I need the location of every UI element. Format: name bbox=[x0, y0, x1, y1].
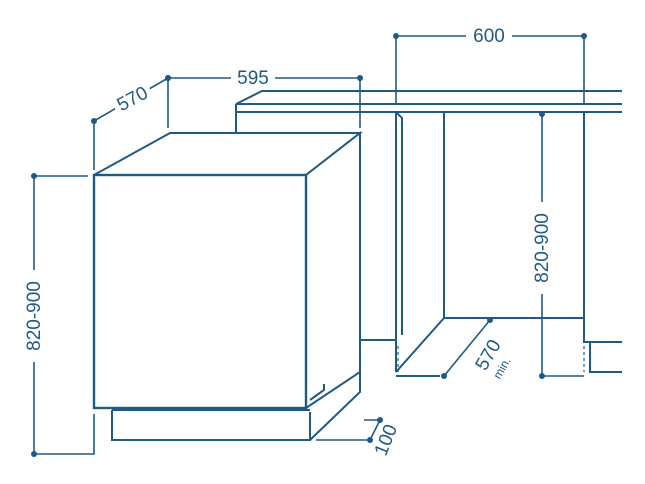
dimension-niche-depth: 570 min. bbox=[441, 317, 514, 381]
niche-floor-dashed bbox=[397, 346, 585, 372]
niche-back-wall bbox=[443, 112, 584, 319]
dishwasher-side bbox=[305, 130, 361, 410]
dimension-plinth-100: 100 bbox=[316, 417, 402, 459]
dishwasher-door bbox=[92, 173, 308, 410]
dishwasher bbox=[92, 130, 363, 441]
dimension-niche-width-600: 600 bbox=[393, 22, 587, 104]
plinth bbox=[111, 410, 311, 441]
plinth-label: 100 bbox=[371, 422, 402, 459]
foot-bracket bbox=[309, 384, 325, 401]
dimension-depth-570: 570 bbox=[91, 75, 171, 170]
left-cabinet-edge bbox=[395, 111, 403, 335]
niche-width-label: 600 bbox=[473, 26, 505, 47]
dimension-height-appliance: 820-900 bbox=[22, 173, 95, 457]
worktop-top-edge bbox=[235, 90, 622, 105]
niche-height-label: 820-900 bbox=[532, 213, 553, 283]
appliance-width-label: 595 bbox=[237, 68, 269, 89]
dimension-width-595: 595 bbox=[165, 64, 363, 128]
niche-floor bbox=[395, 317, 445, 373]
dimension-niche-height: 820-900 bbox=[530, 111, 584, 379]
left-cabinet-front bbox=[359, 112, 397, 372]
appliance-height-label: 820-900 bbox=[24, 281, 45, 351]
right-cabinet bbox=[583, 112, 622, 373]
plinth-side bbox=[309, 372, 361, 441]
worktop-front bbox=[235, 104, 622, 113]
